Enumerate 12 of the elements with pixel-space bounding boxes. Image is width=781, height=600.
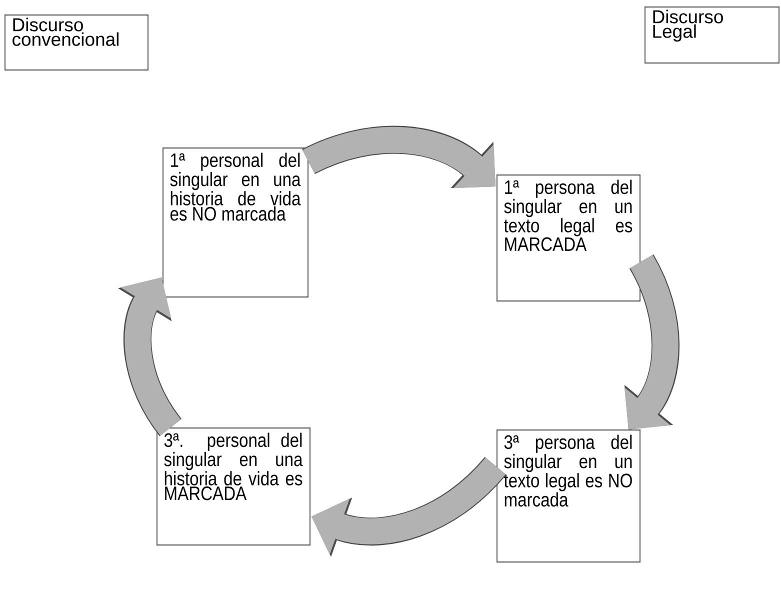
node-label: 3ª persona del singular en un texto legal es NO marcada bbox=[504, 434, 632, 507]
text-box bbox=[162, 148, 308, 298]
label-box bbox=[644, 6, 780, 64]
node-label: Discurso convencional bbox=[12, 18, 118, 46]
text-box bbox=[156, 428, 310, 546]
node-label: 3ª. personal del singular en una historia de vida es MARCADA bbox=[164, 432, 303, 500]
node-label: 1ª persona del singular en un texto legal es MARCADA bbox=[504, 180, 632, 252]
node-label: 1ª personal del singular en una historia de vida es NO marcada bbox=[170, 152, 301, 221]
node-label: Discurso Legal bbox=[653, 10, 723, 42]
text-box bbox=[496, 430, 640, 562]
label-box bbox=[4, 14, 148, 70]
text-box bbox=[496, 174, 640, 302]
